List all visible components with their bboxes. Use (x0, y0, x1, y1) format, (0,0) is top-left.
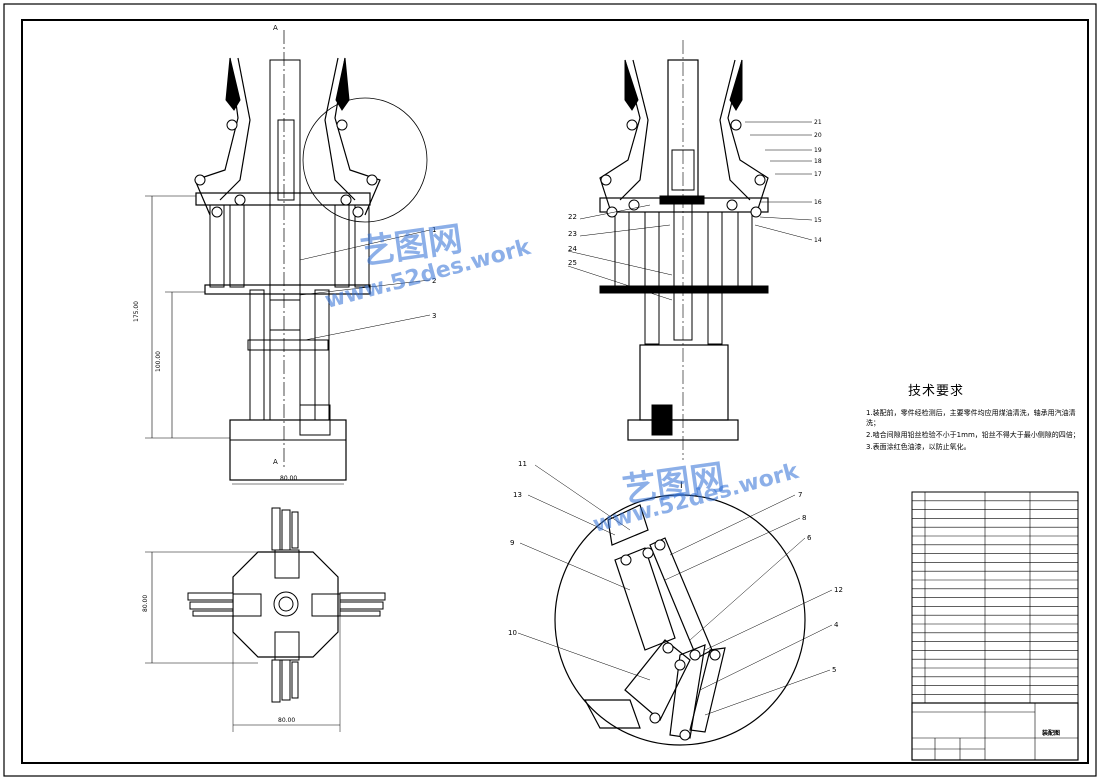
tech-requirement-item: 1.装配前，零件经检测后，主要零件均应用煤油清洗，轴承用汽油清洗； (866, 409, 1076, 427)
dim-front-100: 100.00 (155, 351, 162, 372)
inner-border (21, 19, 1089, 764)
part-no-19: 19 (814, 147, 822, 154)
section-mark-bottom: A (273, 458, 278, 466)
drawing-name: 装配图 (1041, 729, 1060, 737)
part-no-10: 10 (508, 629, 517, 637)
section-mark-top: A (273, 24, 278, 32)
part-no-25: 25 (568, 259, 577, 267)
part-no-24: 24 (568, 245, 577, 253)
technical-requirements: 技术要求 1.装配前，零件经检测后，主要零件均应用煤油清洗，轴承用汽油清洗； 2… (866, 380, 1081, 454)
part-no-5: 5 (832, 666, 836, 674)
part-no-3: 3 (432, 312, 436, 320)
part-no-21: 21 (814, 119, 822, 126)
part-no-15: 15 (814, 217, 822, 224)
dim-top-80-vertical: 80.00 (142, 595, 149, 612)
tech-requirement-item: 2.啮合间隙用铅丝检验不小于1mm，铅丝不得大于最小侧隙的四倍； (866, 431, 1080, 439)
part-no-8: 8 (802, 514, 806, 522)
part-no-14: 14 (814, 237, 822, 244)
part-no-2: 2 (432, 277, 436, 285)
part-no-6: 6 (807, 534, 812, 542)
tech-requirement-item: 3.表面涂红色油漆，以防止氧化。 (866, 443, 971, 451)
part-no-22: 22 (568, 213, 577, 221)
dim-front-175: 175.00 (133, 301, 140, 322)
part-no-9: 9 (510, 539, 514, 547)
side-view: 22 23 24 25 21 20 19 18 17 16 15 14 (567, 40, 822, 460)
part-no-1: 1 (432, 226, 436, 234)
detail-view: Ⅰ 11 13 9 10 7 8 6 12 4 5 (508, 460, 843, 746)
top-view: 80.00 80.00 (142, 507, 386, 732)
part-no-23: 23 (568, 230, 577, 238)
part-no-17: 17 (814, 171, 822, 178)
part-no-11: 11 (518, 460, 527, 468)
tech-requirements-title: 技术要求 (908, 384, 965, 399)
title-block: 装配图 (911, 702, 1079, 761)
part-no-4: 4 (834, 621, 839, 629)
dim-front-80: 80.00 (280, 475, 297, 482)
front-view: 175.00 100.00 80.00 A A 1 2 3 (133, 24, 436, 485)
part-no-18: 18 (814, 158, 822, 165)
part-no-16: 16 (814, 199, 822, 206)
part-no-12: 12 (834, 586, 843, 594)
part-no-20: 20 (814, 132, 822, 139)
parts-list (911, 491, 1079, 704)
part-no-7: 7 (798, 491, 802, 499)
detail-mark: Ⅰ (680, 481, 683, 491)
outer-border (3, 3, 1097, 777)
part-no-13: 13 (513, 491, 522, 499)
dim-top-80-horizontal: 80.00 (278, 717, 295, 724)
